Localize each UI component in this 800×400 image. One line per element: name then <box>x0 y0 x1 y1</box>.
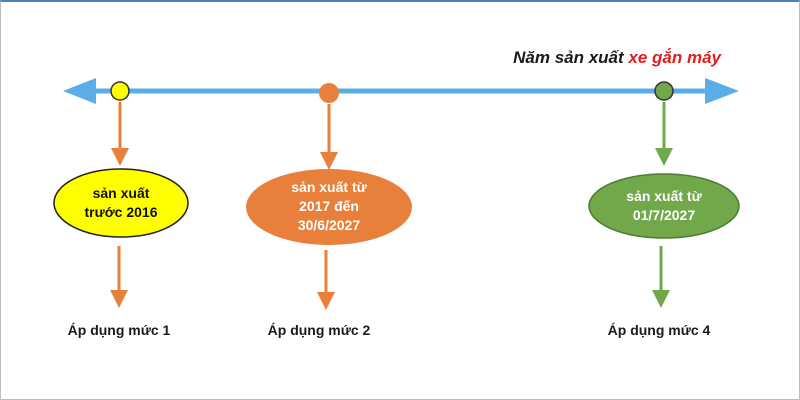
title-highlight-text: xe gắn máy <box>628 48 721 67</box>
arrowhead-1-lower <box>110 290 128 308</box>
node-label-3: sản xuất từ 01/7/2027 <box>626 188 702 223</box>
arrowhead-3-upper <box>655 148 673 166</box>
rule-label-3: Áp dụng mức 4 <box>607 322 711 338</box>
rule-label-1: Áp dụng mức 1 <box>67 322 171 338</box>
title-text: Năm sản xuất <box>513 48 629 67</box>
timeline-marker-1 <box>110 81 130 101</box>
arrowhead-2-upper <box>320 152 338 170</box>
node-ellipse-2 <box>246 169 412 245</box>
node-ellipse-3 <box>588 173 740 239</box>
timeline-right-arrowhead <box>705 78 739 104</box>
node-ellipse-1 <box>53 168 189 238</box>
timeline-marker-3 <box>654 81 674 101</box>
rule-label-2: Áp dụng mức 2 <box>267 322 371 338</box>
node-label-1: sản xuất trước 2016 <box>84 185 158 220</box>
node-label-2: sản xuất từ 2017 đến 30/6/2027 <box>291 178 367 233</box>
timeline-title: Năm sản xuất xe gắn máy <box>381 48 721 68</box>
arrowhead-1-upper <box>111 148 129 166</box>
timeline-marker-2 <box>319 83 339 103</box>
timeline-left-arrowhead <box>63 78 96 104</box>
arrowhead-2-lower <box>317 292 335 310</box>
arrowhead-3-lower <box>652 290 670 308</box>
